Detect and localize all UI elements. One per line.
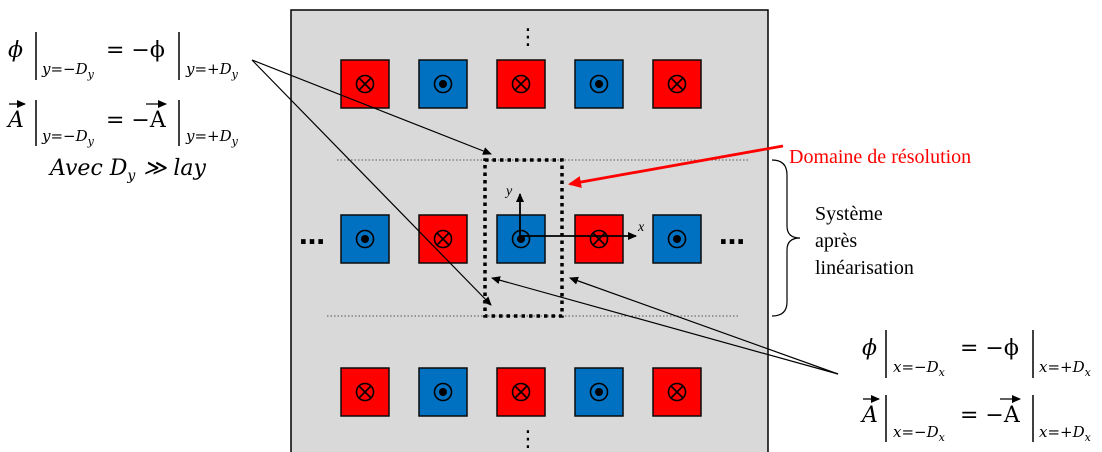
eq-a-y-mid: = −A (106, 108, 167, 133)
eq-a-x: A x=−Dx = −A x=+Dx (860, 395, 1092, 444)
axis-y-label: y (504, 184, 513, 199)
bottom-vdots: ⋮ (517, 427, 539, 452)
center-dot (595, 80, 603, 88)
top-row-conductor-3-current-in (496, 59, 546, 109)
system-brace (771, 159, 801, 317)
eq-x-arrow-1 (491, 276, 839, 375)
cross-circle-icon (511, 382, 531, 402)
cross-stroke (436, 232, 450, 246)
right-ellipsis: … (719, 221, 745, 251)
bottom-row-conductor-2-current-out (418, 367, 468, 417)
dot-circle-icon (589, 74, 609, 94)
bottom-row-conductor-3-current-in (496, 367, 546, 417)
center-dot (439, 388, 447, 396)
cross-stroke (670, 385, 684, 399)
dot-circle-icon (433, 74, 453, 94)
eq-a-x-lhs: A (860, 403, 878, 428)
top-row-conductor-5-current-in (652, 59, 702, 109)
eq-a-y-lhs: A (6, 108, 24, 133)
eq-x-arrow-2 (569, 276, 839, 375)
cross-stroke (592, 232, 606, 246)
cross-circle-icon (511, 74, 531, 94)
eq-phi-x-sub-left: x=−Dx (893, 358, 946, 379)
left-ellipsis: … (299, 221, 325, 251)
dot-circle-icon (667, 229, 687, 249)
center-dot (673, 235, 681, 243)
domain-pointer-arrow (568, 144, 784, 188)
eq-y-arrow-2 (251, 59, 492, 306)
middle-row-conductor-1-current-out (340, 214, 390, 264)
cross-circle-icon (667, 382, 687, 402)
bottom-row-conductor-5-current-in (652, 367, 702, 417)
center-dot (439, 80, 447, 88)
eq-phi-y: ϕ y=−Dy = −ϕ y=+Dy (8, 32, 239, 81)
top-row-conductor-1-current-in (340, 59, 390, 109)
eq-phi-x: ϕ x=−Dx = −ϕ x=+Dx (862, 330, 1092, 379)
eq-a-y: A y=−Dy = −A y=+Dy (6, 100, 239, 148)
dot-circle-icon (589, 382, 609, 402)
cross-circle-icon (667, 74, 687, 94)
middle-row-conductor-3-current-out (496, 214, 546, 264)
cross-circle-icon (355, 74, 375, 94)
eq-a-x-mid: = −A (960, 403, 1021, 428)
eq-a-x-sub-left: x=−Dx (893, 423, 946, 444)
center-dot (517, 235, 525, 243)
eq-y-arrow-1 (251, 59, 492, 155)
systeme-label-line1: Système (815, 203, 883, 225)
eq-a-y-sub-right: y=+Dy (185, 127, 239, 148)
eq-phi-x-mid: = −ϕ (960, 336, 1019, 361)
bottom-row-conductor-4-current-out (574, 367, 624, 417)
eq-a-y-sub-left: y=−Dy (41, 127, 95, 148)
systeme-label-line3: linéarisation (815, 257, 914, 279)
cross-stroke (670, 77, 684, 91)
top-row-conductor-2-current-out (418, 59, 468, 109)
cross-stroke (514, 77, 528, 91)
middle-row-conductor-5-current-out (652, 214, 702, 264)
conductor-square (418, 367, 468, 417)
conductor-grid (340, 59, 702, 417)
top-row-conductor-4-current-out (574, 59, 624, 109)
cross-stroke (358, 77, 372, 91)
bottom-row-conductor-1-current-in (340, 367, 390, 417)
eq-avec: Avec Dy≫ lay (48, 156, 207, 184)
middle-row-conductor-4-current-in (574, 214, 624, 264)
eq-phi-y-lhs: ϕ (8, 38, 23, 63)
eq-phi-x-lhs: ϕ (862, 336, 877, 361)
eq-phi-y-sub-right: y=+Dy (185, 60, 239, 81)
systeme-label-line2: après (815, 230, 857, 252)
eq-a-x-sub-right: x=+Dx (1039, 423, 1092, 444)
axis-x-label: x (637, 220, 645, 235)
cross-circle-icon (433, 229, 453, 249)
cross-stroke (514, 385, 528, 399)
center-dot (361, 235, 369, 243)
dot-circle-icon (433, 382, 453, 402)
eq-phi-y-mid: = −ϕ (106, 38, 165, 63)
eq-phi-y-sub-left: y=−Dy (41, 60, 95, 81)
dot-circle-icon (511, 229, 531, 249)
cross-circle-icon (589, 229, 609, 249)
dot-circle-icon (355, 229, 375, 249)
top-vdots: ⋮ (517, 25, 539, 50)
cross-stroke (358, 385, 372, 399)
domain-box (483, 158, 564, 318)
eq-phi-x-sub-right: x=+Dx (1039, 358, 1092, 379)
center-dot (595, 388, 603, 396)
domain-label: Domaine de résolution (789, 146, 971, 168)
cross-circle-icon (355, 382, 375, 402)
